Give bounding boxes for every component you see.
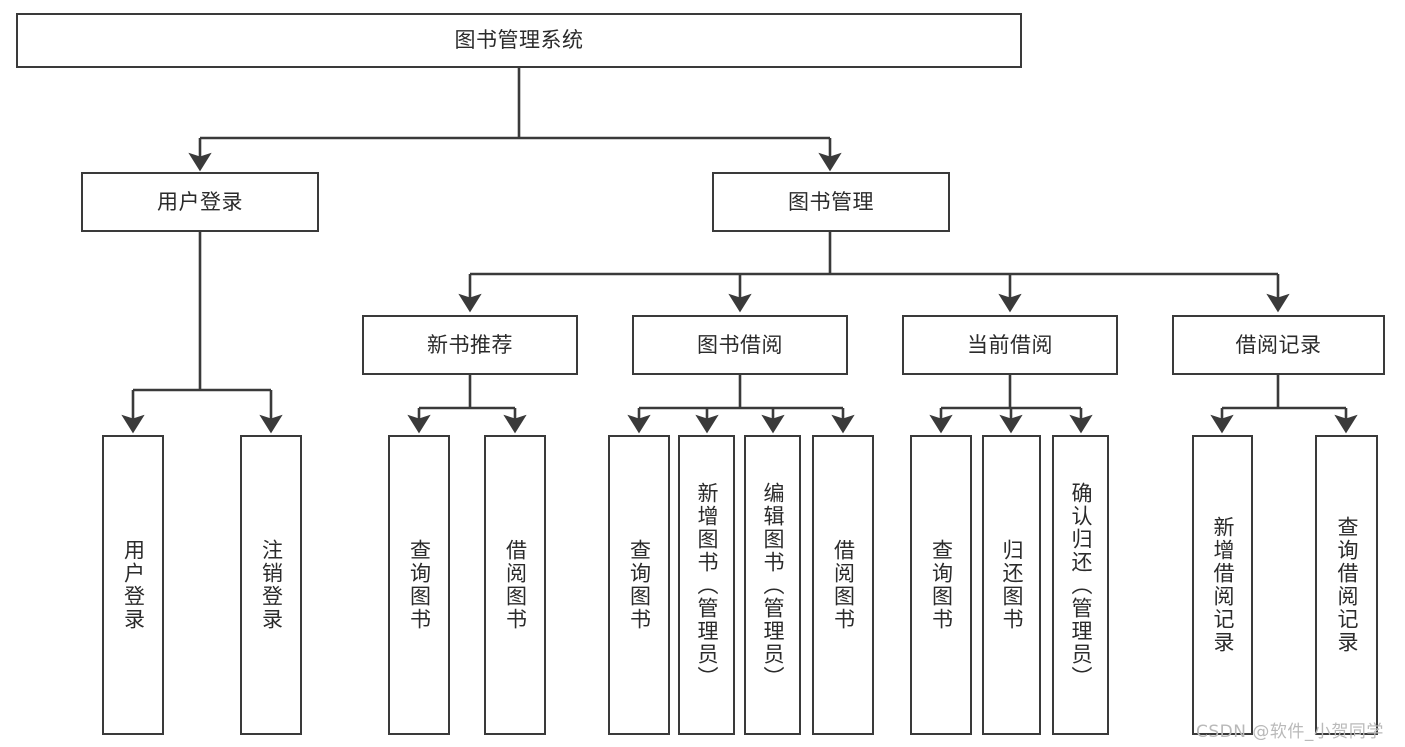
leaf-logout-label: 注销登录: [259, 539, 284, 631]
node-borrow-record[interactable]: 借阅记录: [1172, 315, 1385, 375]
node-current-borrow-label: 当前借阅: [967, 332, 1053, 357]
leaf-query-book-3[interactable]: 查询图书: [910, 435, 972, 735]
leaf-edit-book[interactable]: 编辑图书（管理员）: [744, 435, 801, 735]
leaf-logout[interactable]: 注销登录: [240, 435, 302, 735]
leaf-return-book-label: 归还图书: [999, 539, 1024, 631]
leaf-add-record[interactable]: 新增借阅记录: [1192, 435, 1253, 735]
node-book-manage[interactable]: 图书管理: [712, 172, 950, 232]
leaf-borrow-book-2[interactable]: 借阅图书: [812, 435, 874, 735]
leaf-add-book[interactable]: 新增图书（管理员）: [678, 435, 735, 735]
leaf-query-record-label: 查询借阅记录: [1334, 516, 1359, 654]
leaf-return-book[interactable]: 归还图书: [982, 435, 1041, 735]
leaf-query-book-2-label: 查询图书: [627, 539, 652, 631]
leaf-query-book-3-label: 查询图书: [929, 539, 954, 631]
node-current-borrow[interactable]: 当前借阅: [902, 315, 1118, 375]
leaf-edit-book-label: 编辑图书（管理员）: [760, 481, 785, 689]
leaf-add-record-label: 新增借阅记录: [1210, 516, 1235, 654]
node-user-login[interactable]: 用户登录: [81, 172, 319, 232]
leaf-borrow-book-1[interactable]: 借阅图书: [484, 435, 546, 735]
leaf-confirm-return-label: 确认归还（管理员）: [1068, 481, 1093, 689]
leaf-confirm-return[interactable]: 确认归还（管理员）: [1052, 435, 1109, 735]
leaf-user-login-label: 用户登录: [121, 539, 146, 631]
leaf-borrow-book-1-label: 借阅图书: [503, 539, 528, 631]
leaf-query-record[interactable]: 查询借阅记录: [1315, 435, 1378, 735]
node-book-manage-label: 图书管理: [788, 189, 874, 214]
leaf-borrow-book-2-label: 借阅图书: [831, 539, 856, 631]
node-new-book-rec[interactable]: 新书推荐: [362, 315, 578, 375]
node-book-borrow[interactable]: 图书借阅: [632, 315, 848, 375]
node-book-borrow-label: 图书借阅: [697, 332, 783, 357]
leaf-query-book-1[interactable]: 查询图书: [388, 435, 450, 735]
node-root-label: 图书管理系统: [454, 28, 584, 53]
leaf-query-book-2[interactable]: 查询图书: [608, 435, 670, 735]
node-user-login-label: 用户登录: [157, 189, 243, 214]
leaf-user-login[interactable]: 用户登录: [102, 435, 164, 735]
leaf-add-book-label: 新增图书（管理员）: [694, 481, 719, 689]
node-borrow-record-label: 借阅记录: [1235, 332, 1322, 357]
leaf-query-book-1-label: 查询图书: [407, 539, 432, 631]
watermark: CSDN @软件_小贺同学: [1196, 722, 1384, 742]
node-new-book-rec-label: 新书推荐: [427, 332, 513, 357]
node-root[interactable]: 图书管理系统: [16, 13, 1022, 68]
